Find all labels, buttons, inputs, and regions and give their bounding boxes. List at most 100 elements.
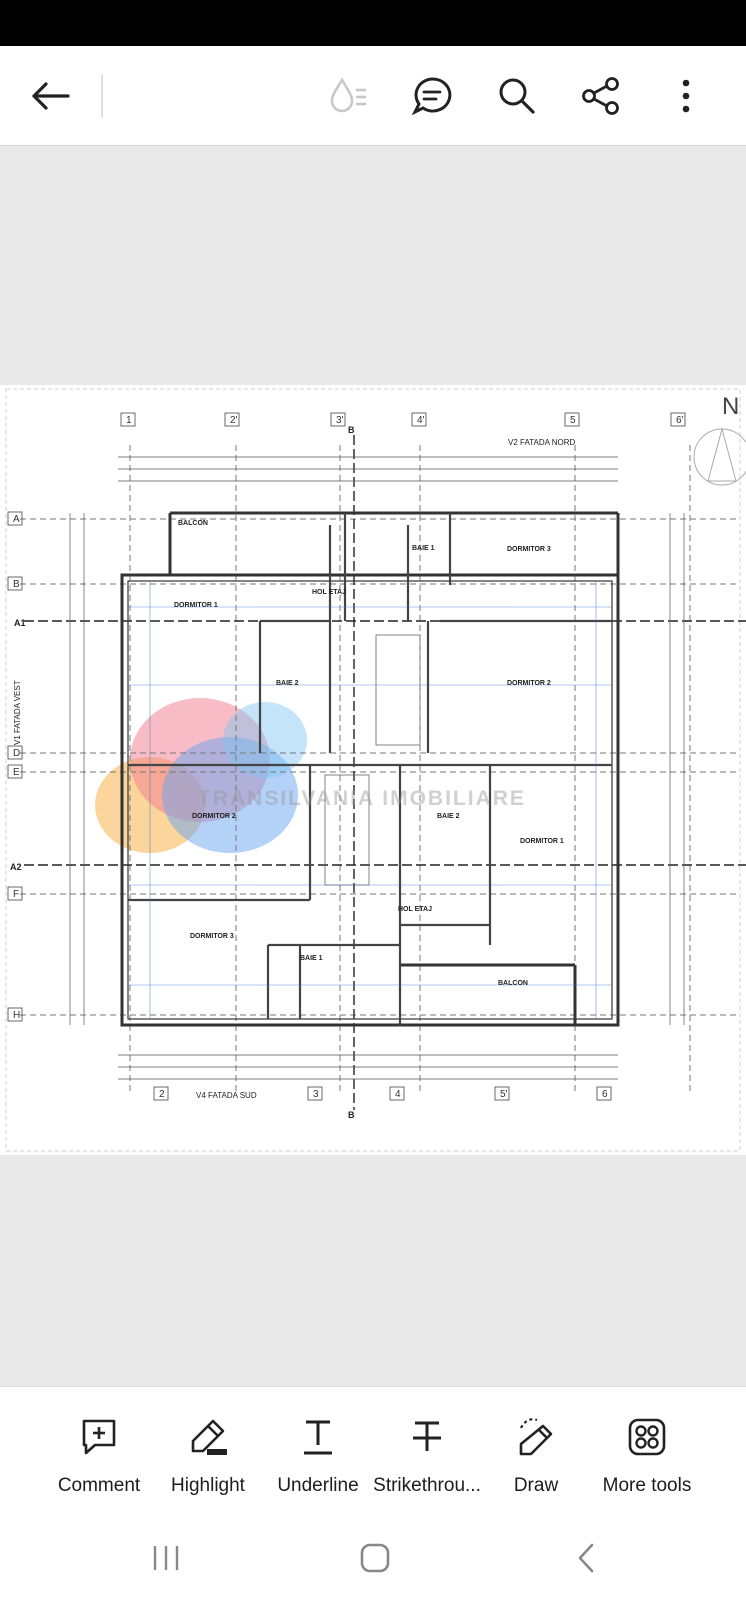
annotation-toolbar: Comment Highlight Underline (0, 1386, 746, 1514)
interior-walls (128, 513, 612, 1025)
back-arrow-icon[interactable] (20, 66, 80, 126)
grid-column-label-box (411, 412, 427, 427)
grid-column-label-box (224, 412, 240, 427)
room-label: HOL ETAJ (312, 589, 346, 596)
room-label: DORMITOR 1 (174, 602, 218, 609)
status-bar (0, 0, 746, 46)
room-label: DORMITOR 2 (507, 680, 551, 687)
section-lines (24, 435, 746, 1110)
grid-column-label: 1 (126, 415, 132, 426)
tool-label: Strikethrou... (373, 1475, 481, 1496)
room-label: DORMITOR 3 (190, 933, 234, 940)
grid-row-label: H (13, 1010, 20, 1021)
comment-add-icon (44, 1413, 154, 1461)
grid-column-label: 5 (570, 415, 576, 426)
grid-column-label-box (670, 412, 686, 427)
facade-north-label: V2 FATADA NORD (508, 438, 575, 447)
grid-column-label-box (564, 412, 580, 427)
tool-label: More tools (602, 1475, 692, 1496)
grid-row-label: A (13, 514, 20, 525)
grid-column-label-box (120, 412, 136, 427)
back-icon[interactable] (556, 1534, 616, 1582)
search-icon[interactable] (487, 66, 547, 126)
highlight-pen-icon (153, 1413, 263, 1461)
grid-column-label: 5' (500, 1089, 508, 1100)
grid-column-label-box (153, 1086, 169, 1101)
room-label: DORMITOR 1 (520, 838, 564, 845)
section-mark-b-top: B (348, 425, 355, 435)
water-drop-list-icon[interactable] (318, 66, 378, 126)
grid-column-label-box (307, 1086, 323, 1101)
grid-column-label-box (330, 412, 346, 427)
draw-pen-icon (481, 1413, 591, 1461)
room-label: DORMITOR 3 (507, 546, 551, 553)
watermark-text: TRANSILVANIA IMOBILIARE (198, 787, 526, 810)
room-label: BAIE 2 (276, 680, 299, 687)
grid-row-label-box (7, 764, 23, 779)
room-label: BALCON (498, 980, 528, 987)
dimension-annotations (128, 581, 612, 1019)
tool-label: Comment (57, 1475, 141, 1496)
grid-column-label: 3 (313, 1089, 319, 1100)
grid-column-label-box (494, 1086, 510, 1101)
grid-column-label-box (389, 1086, 405, 1101)
grid-column-label: 6' (676, 415, 684, 426)
exterior-walls (120, 511, 620, 1027)
grid-row-label: D (13, 748, 20, 759)
section-mark-a1: A1 (14, 618, 26, 628)
grid-row-label-box (7, 511, 23, 526)
grid-column-label: 2 (159, 1089, 165, 1100)
grid-column-label: 2' (230, 415, 238, 426)
grid-row-label-box (7, 745, 23, 760)
tool-draw[interactable]: Draw (481, 1387, 591, 1515)
room-label: BALCON (178, 520, 208, 527)
more-vertical-icon[interactable] (656, 66, 716, 126)
comment-bubble-icon[interactable] (402, 66, 462, 126)
tool-strikethrough[interactable]: Strikethrou... (372, 1387, 482, 1515)
section-mark-b-bottom: B (348, 1110, 355, 1120)
grid-row-label-box (7, 886, 23, 901)
grid-column-label: 4 (395, 1089, 401, 1100)
grid-row-label: F (13, 889, 19, 900)
dimension-chains (69, 456, 685, 1080)
facade-south-label: V4 FATADA SUD (196, 1091, 257, 1100)
underline-icon (263, 1413, 373, 1461)
staircase (324, 634, 421, 886)
facade-west-label: V1 FATADA VEST (13, 680, 22, 745)
room-label: BAIE 1 (412, 545, 435, 552)
north-label: N (722, 393, 740, 420)
tool-label: Draw (513, 1475, 559, 1496)
grid-row-label: E (13, 767, 20, 778)
grid-row-label: B (13, 579, 20, 590)
home-icon[interactable] (345, 1534, 405, 1582)
share-icon[interactable] (571, 66, 631, 126)
room-label: BAIE 2 (437, 813, 460, 820)
tool-highlight[interactable]: Highlight (153, 1387, 263, 1515)
tool-label: Underline (277, 1475, 359, 1496)
section-mark-a2: A2 (10, 862, 22, 872)
grid-column-label: 4' (417, 415, 425, 426)
grid-column-label-box (596, 1086, 612, 1101)
tool-underline[interactable]: Underline (263, 1387, 373, 1515)
tool-comment[interactable]: Comment (44, 1387, 154, 1515)
strikethrough-icon (372, 1413, 482, 1461)
grid-row-label-box (7, 1007, 23, 1022)
watermark-cyan-blob (223, 702, 307, 778)
grid-row-label-box (7, 576, 23, 591)
grid-tools-icon (592, 1413, 702, 1461)
top-toolbar (0, 46, 746, 146)
grid-column-label: 6 (602, 1089, 608, 1100)
tool-more-tools[interactable]: More tools (592, 1387, 702, 1515)
north-compass (693, 427, 746, 486)
room-label: HOL ETAJ (398, 906, 432, 913)
recent-apps-icon[interactable] (136, 1534, 196, 1582)
tool-label: Highlight (171, 1475, 245, 1496)
floor-plan-drawing: 1 2' 3' 4' 5 6' 2 3 4 5' 6 A B DE F H BALCON DORMITOR … (5, 388, 746, 1152)
system-nav-bar (0, 1514, 746, 1600)
grid-column-label: 3' (336, 415, 344, 426)
toolbar-divider (101, 74, 103, 118)
room-label: DORMITOR 2 (192, 813, 236, 820)
room-label: BAIE 1 (300, 955, 323, 962)
